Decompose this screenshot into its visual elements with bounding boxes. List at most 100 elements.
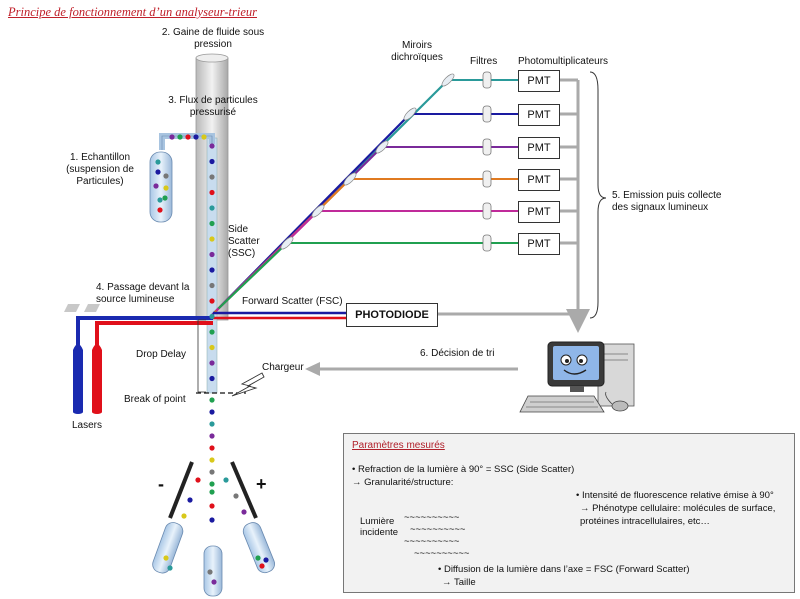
- particle: [209, 298, 215, 304]
- particle: [209, 344, 215, 351]
- optical-filter: [482, 170, 492, 188]
- wave-line-2: ~~~~~~~~~~: [410, 524, 466, 535]
- pmt-box: PMT: [518, 70, 560, 92]
- particle: [209, 433, 215, 439]
- label-emission: 5. Emission puis collecte des signaux lu…: [612, 190, 722, 213]
- computer-icon: [519, 341, 635, 413]
- particle: [209, 158, 215, 165]
- particle: [209, 481, 215, 487]
- emission-beams: [206, 71, 518, 321]
- particle: [209, 375, 215, 382]
- particle: [209, 205, 215, 211]
- particle: [162, 195, 168, 201]
- particle: [209, 409, 215, 415]
- charger-lightning-icon: [231, 372, 265, 397]
- particle: [193, 134, 199, 140]
- particle: [209, 220, 215, 227]
- lumiere-incidente: Lumière incidente: [360, 516, 399, 538]
- emission-brace: [589, 71, 607, 319]
- decision-arrow: [305, 362, 518, 376]
- particle: [209, 313, 215, 320]
- fluo-line-1: • Intensité de fluorescence relative émi…: [576, 490, 774, 501]
- lasers: [64, 304, 213, 414]
- label-side-scatter: Side Scatter (SSC): [228, 224, 260, 259]
- particle: [223, 477, 229, 483]
- label-decision: 6. Décision de tri: [420, 348, 495, 359]
- label-gaine: 2. Gaine de fluide sous pression: [161, 27, 265, 50]
- particle: [209, 251, 215, 258]
- dichroic-mirror: [375, 140, 389, 154]
- pmt-box: PMT: [518, 233, 560, 255]
- signal-collection-lines: [436, 78, 590, 333]
- panel-title: Paramètres mesurés: [352, 440, 445, 451]
- particle: [155, 159, 161, 165]
- forward-scatter-beam: [213, 311, 346, 320]
- particle: [209, 143, 215, 149]
- dichroic-mirror: [311, 204, 325, 218]
- wave-line-3: ~~~~~~~~~~: [404, 536, 460, 547]
- particle: [209, 445, 215, 451]
- pmt-box: PMT: [518, 201, 560, 223]
- particle: [233, 493, 239, 499]
- parameters-panel: Paramètres mesurés • Refraction de la lu…: [343, 433, 795, 593]
- label-break-point: Break of point: [124, 394, 186, 405]
- particle: [209, 469, 215, 475]
- photodiode-box: PHOTODIODE: [346, 303, 438, 327]
- particle: [209, 329, 215, 335]
- particle: [195, 477, 201, 483]
- pmt-box: PMT: [518, 169, 560, 191]
- minus-sign: -: [158, 474, 164, 494]
- particle: [163, 555, 169, 561]
- optical-filter: [482, 138, 492, 156]
- label-passage: 4. Passage devant la source lumineuse: [96, 282, 190, 305]
- particle: [263, 557, 269, 563]
- fsc-line-2: → Taille: [442, 577, 476, 588]
- particle: [177, 134, 183, 140]
- ssc-line-1: • Refraction de la lumière à 90° = SSC (…: [352, 464, 575, 475]
- particle: [209, 282, 215, 289]
- diagram-title: Principe de fonctionnement d’un analyseu…: [8, 5, 257, 19]
- sample-vial: [149, 151, 173, 223]
- label-filtres: Filtres: [470, 56, 498, 67]
- label-miroirs: Miroirs dichroïques: [391, 40, 443, 63]
- particle: [163, 185, 169, 191]
- label-drop-delay: Drop Delay: [136, 349, 187, 360]
- dichroic-mirror: [441, 73, 455, 87]
- wave-line-4: ~~~~~~~~~~: [414, 548, 470, 559]
- particle: [201, 134, 207, 140]
- dichroic-mirror: [343, 172, 357, 186]
- particle: [255, 555, 261, 561]
- particle: [209, 189, 215, 196]
- label-forward-scatter: Forward Scatter (FSC): [242, 296, 343, 307]
- fsc-line-1: • Diffusion de la lumière dans l’axe = F…: [438, 564, 690, 575]
- particle: [211, 579, 217, 585]
- particle: [185, 134, 191, 140]
- optical-filter: [482, 202, 492, 220]
- particle: [153, 183, 159, 189]
- dichroic-mirror: [280, 236, 294, 250]
- wave-line-1: ~~~~~~~~~~: [404, 512, 460, 523]
- ssc-line-2: → Granularité/structure:: [352, 477, 454, 488]
- dichroic-mirror: [403, 107, 417, 121]
- particle: [163, 173, 169, 179]
- label-flux: 3. Flux de particules pressurisé: [168, 95, 258, 118]
- label-echantillon: 1. Echantillon (suspension de Particules…: [66, 152, 134, 187]
- pmt-box: PMT: [518, 104, 560, 126]
- particle: [157, 197, 163, 203]
- particle: [209, 421, 215, 427]
- optical-filter: [482, 234, 492, 252]
- optical-filter: [482, 105, 492, 123]
- particle: [157, 207, 163, 213]
- particle: [167, 565, 173, 571]
- pmt-box: PMT: [518, 137, 560, 159]
- particle: [207, 569, 213, 575]
- particle: [187, 497, 193, 503]
- particle: [209, 397, 215, 403]
- fluo-line-2: → Phénotype cellulaire: molécules de sur…: [580, 503, 776, 514]
- fluo-line-3: protéines intracellulaires, etc…: [580, 516, 710, 527]
- optical-filter: [482, 71, 492, 89]
- particle: [209, 360, 215, 366]
- particle: [209, 174, 215, 180]
- beam-diagonal: [217, 242, 288, 310]
